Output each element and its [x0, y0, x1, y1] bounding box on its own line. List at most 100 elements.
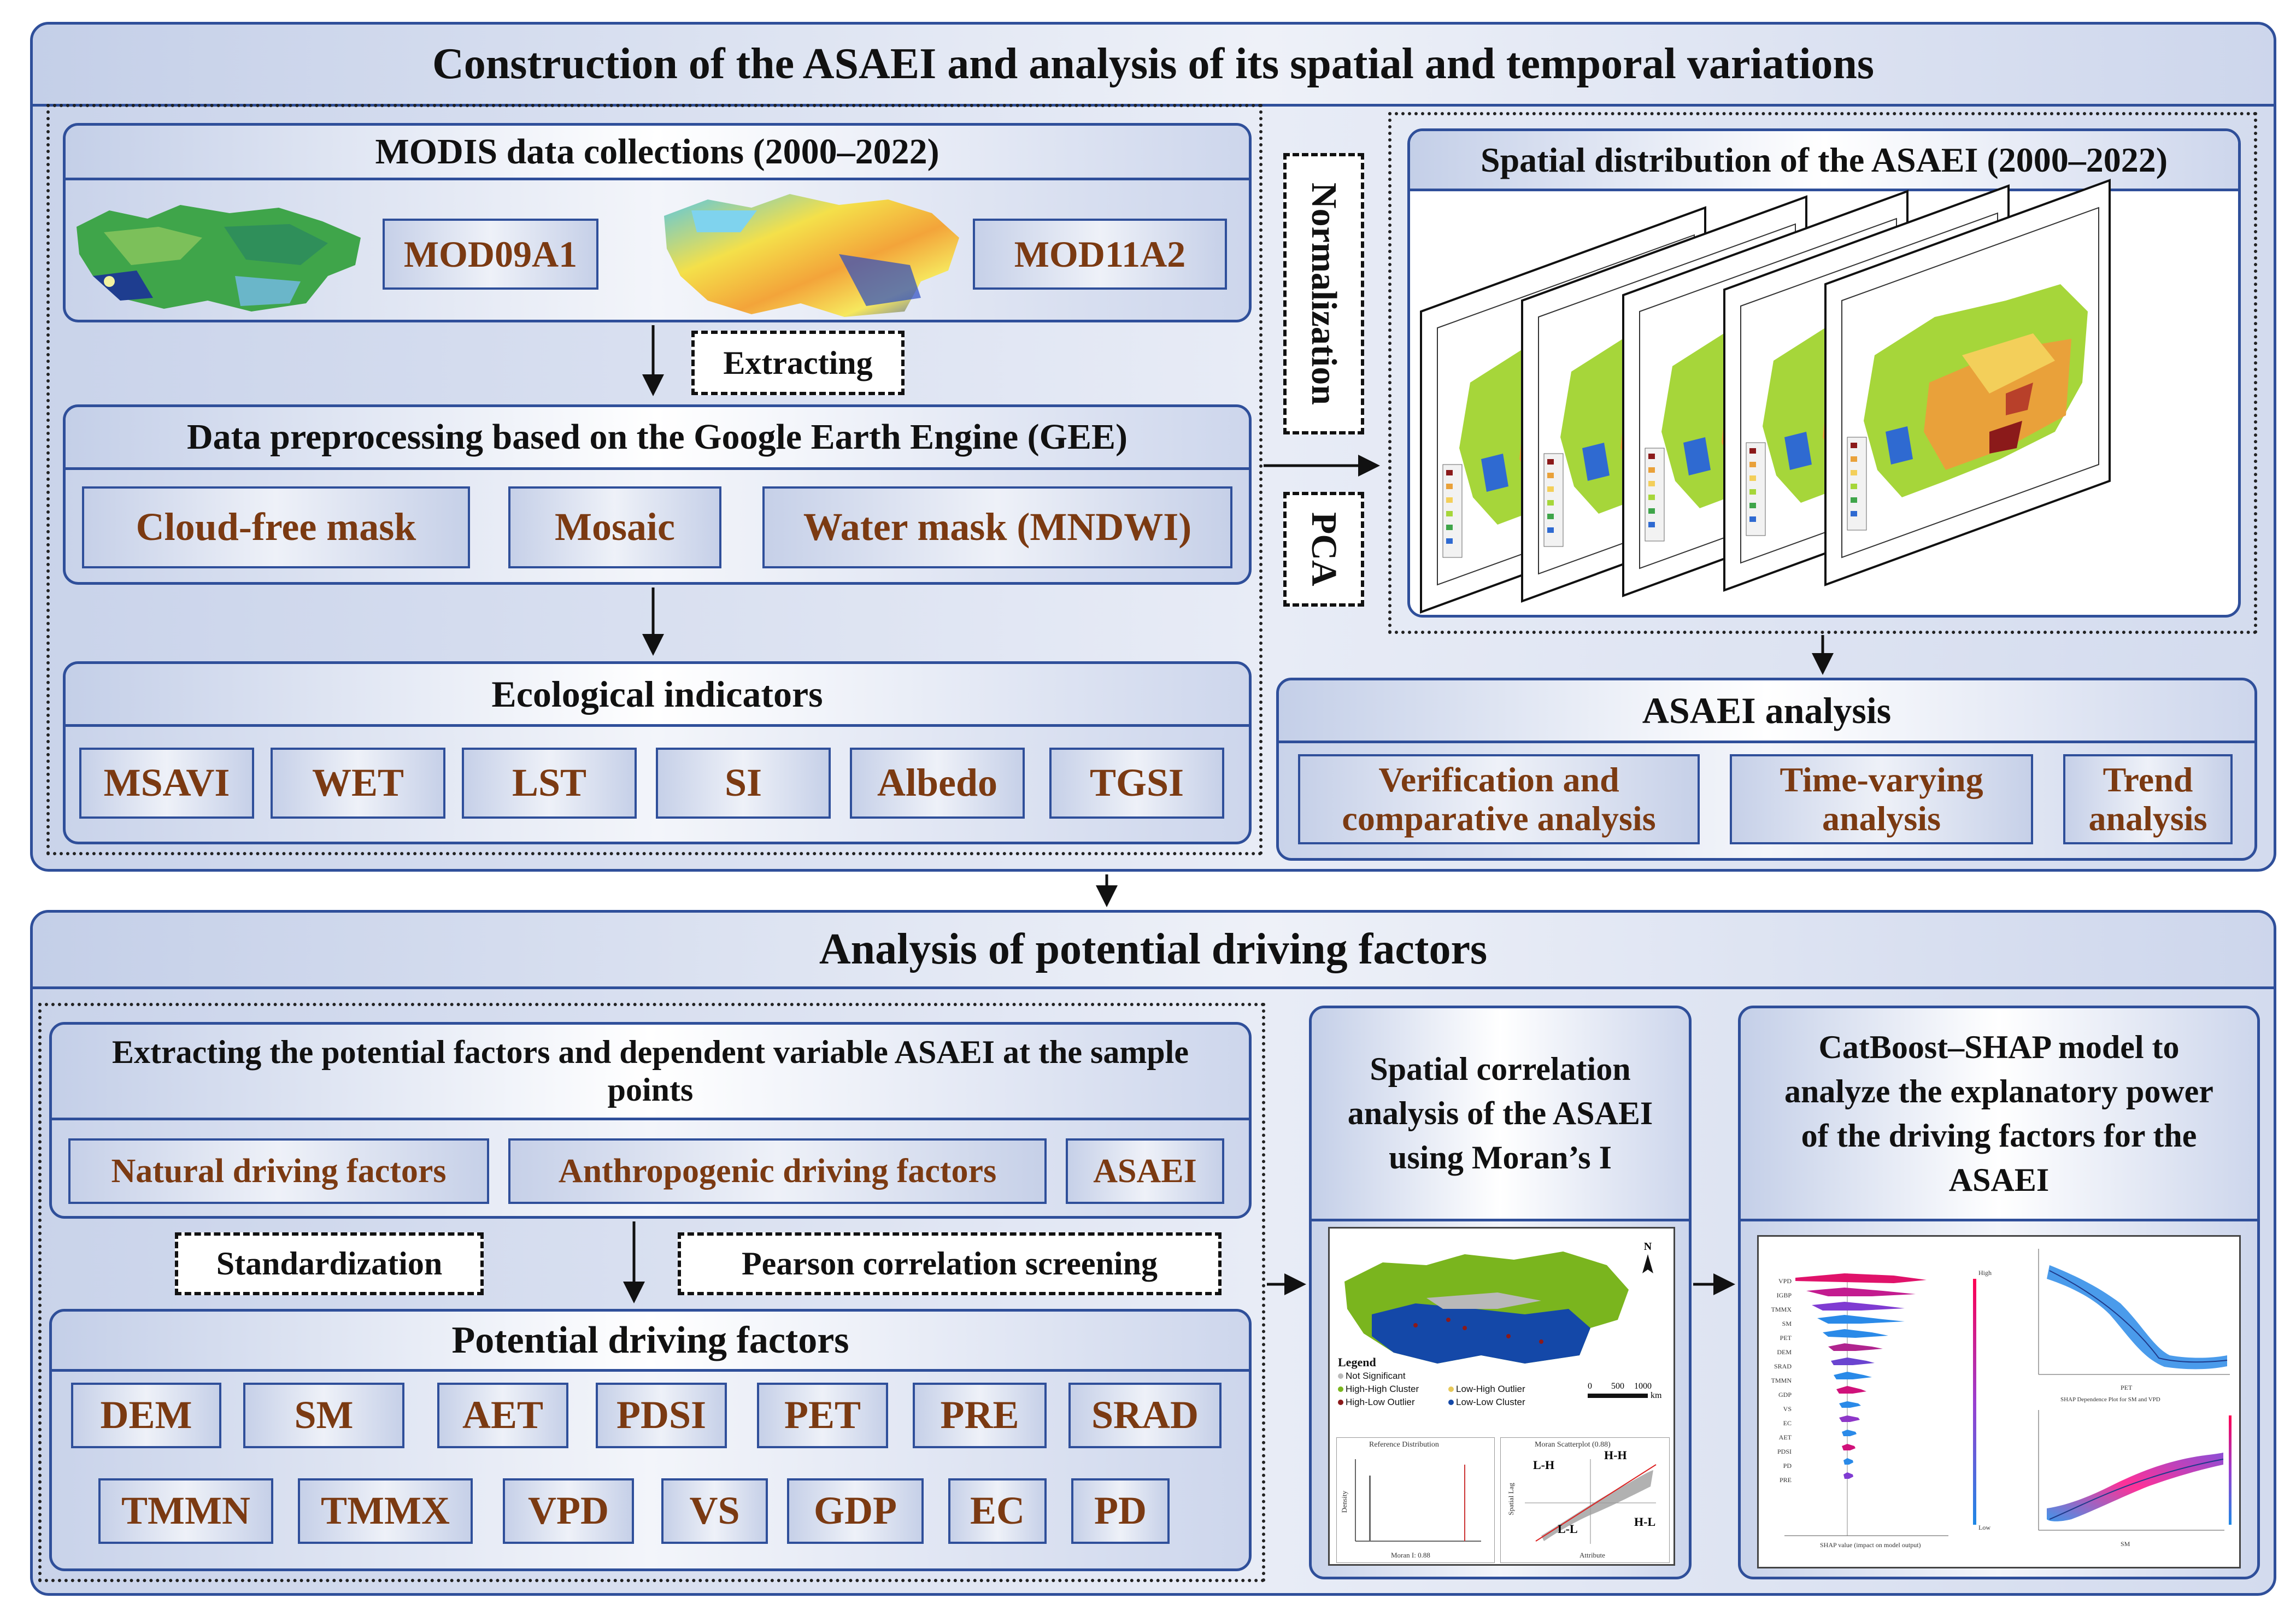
legend-dot-red	[1338, 1400, 1343, 1405]
shap-label-vs: VS	[1783, 1405, 1792, 1413]
chip-aet: AET	[437, 1383, 568, 1448]
modis-title: MODIS data collections (2000–2022)	[66, 126, 1249, 180]
chip-mosaic: Mosaic	[508, 486, 721, 568]
shap-label-tmmx: TMMX	[1771, 1306, 1792, 1313]
chip-wet: WET	[271, 748, 445, 819]
catboost-title: CatBoost–SHAP model to analyze the expla…	[1741, 1008, 2257, 1221]
quadrant-ll: L-L	[1558, 1522, 1578, 1536]
legend-dot-green	[1338, 1386, 1343, 1392]
shap-dep2-title: SHAP Dependence Plot for SM and VPD	[2060, 1396, 2160, 1403]
chip-mod09a1: MOD09A1	[383, 219, 598, 290]
chip-si: SI	[656, 748, 831, 819]
chip-anthropogenic-factors: Anthropogenic driving factors	[508, 1138, 1047, 1204]
preprocess-title: Data preprocessing based on the Google E…	[66, 407, 1249, 470]
standardization-label: Standardization	[175, 1232, 484, 1295]
spatial-dotted-group	[1388, 112, 2257, 634]
legend-dot-blue	[1448, 1400, 1454, 1405]
legend-high-low: High-Low Outlier	[1338, 1397, 1415, 1408]
moran-title: Spatial correlation analysis of the ASAE…	[1312, 1008, 1689, 1221]
shap-summary-plot	[1784, 1273, 1976, 1536]
bottom-section-title: Analysis of potential driving factors	[33, 913, 2274, 989]
moran-scatter-plot	[1500, 1437, 1670, 1563]
modis-map-mod09a1	[77, 205, 361, 312]
chip-time-varying: Time-varying analysis	[1730, 754, 2033, 844]
chip-verification: Verification and comparative analysis	[1298, 754, 1700, 844]
legend-not-significant: Not Significant	[1338, 1371, 1406, 1382]
shap-feature-labels: VPD IGBP TMMX SM PET DEM SRAD TMMN GDP V…	[1770, 1274, 1792, 1487]
chip-gdp: GDP	[787, 1478, 924, 1544]
moran-scatter-points	[1525, 1459, 1657, 1544]
shap-dependence-pet	[2038, 1249, 2230, 1375]
quadrant-hh: H-H	[1604, 1448, 1627, 1462]
extracting-label: Extracting	[691, 331, 905, 395]
moran-lisa-map: N	[1344, 1241, 1653, 1364]
indicators-title: Ecological indicators	[66, 664, 1249, 727]
extract-factors-title: Extracting the potential factors and dep…	[52, 1025, 1249, 1120]
normalization-label: Normalization	[1283, 153, 1364, 434]
chip-asaei: ASAEI	[1066, 1138, 1224, 1204]
modis-map-mod11a2	[664, 194, 959, 317]
svg-text:N: N	[1644, 1241, 1652, 1253]
ref-dist-xlabel: Moran I: 0.88	[1391, 1551, 1430, 1559]
chip-ec: EC	[948, 1478, 1047, 1544]
chip-vpd: VPD	[503, 1478, 634, 1544]
asaei-analysis-title: ASAEI analysis	[1279, 680, 2254, 743]
chip-cloud-free-mask: Cloud-free mask	[82, 486, 470, 568]
shap-label-srad: SRAD	[1774, 1362, 1792, 1370]
ref-dist-plot	[1336, 1437, 1495, 1563]
shap-label-pd: PD	[1783, 1462, 1792, 1470]
scale-label-0: 0	[1588, 1382, 1592, 1391]
shap-high-label: High	[1978, 1269, 1992, 1277]
scale-label-500: 500	[1611, 1382, 1624, 1391]
shap-label-pre: PRE	[1779, 1476, 1792, 1484]
scale-unit: km	[1651, 1391, 1662, 1400]
shap-label-pdsi: PDSI	[1777, 1448, 1792, 1455]
shap-label-tmmn: TMMN	[1771, 1377, 1792, 1384]
chip-water-mask: Water mask (MNDWI)	[762, 486, 1232, 568]
shap-label-igbp: IGBP	[1776, 1291, 1792, 1299]
chip-dem: DEM	[71, 1383, 221, 1448]
legend-dot-grey	[1338, 1373, 1343, 1379]
pearson-label: Pearson correlation screening	[678, 1232, 1222, 1295]
chip-srad: SRAD	[1068, 1383, 1222, 1448]
shap-label-gdp: GDP	[1778, 1391, 1792, 1399]
legend-high-high: High-High Cluster	[1338, 1384, 1419, 1395]
shap-label-ec: EC	[1783, 1419, 1792, 1427]
chip-sm: SM	[243, 1383, 404, 1448]
legend-dot-yellow	[1448, 1386, 1454, 1392]
moran-scatter-xlabel: Attribute	[1579, 1551, 1605, 1559]
scale-bar	[1588, 1394, 1648, 1398]
chip-trend: Trend analysis	[2063, 754, 2233, 844]
shap-dependence-sm	[2038, 1410, 2232, 1531]
chip-tmmx: TMMX	[298, 1478, 473, 1544]
shap-low-label: Low	[1978, 1524, 1990, 1531]
legend-low-low: Low-Low Cluster	[1448, 1397, 1525, 1408]
shap-label-sm: SM	[1782, 1320, 1792, 1327]
shap-label-pet: PET	[1780, 1334, 1792, 1342]
chip-tgsi: TGSI	[1049, 748, 1224, 819]
moran-scatter-title: Moran Scatterplot (0.88)	[1535, 1441, 1611, 1449]
chip-pd: PD	[1071, 1478, 1170, 1544]
chip-vs: VS	[661, 1478, 768, 1544]
top-left-dotted-group	[46, 104, 1262, 855]
spatial-title: Spatial distribution of the ASAEI (2000–…	[1410, 131, 2238, 191]
chip-pdsi: PDSI	[596, 1383, 727, 1448]
chip-pet: PET	[757, 1383, 888, 1448]
legend-low-high: Low-High Outlier	[1448, 1384, 1525, 1395]
chip-pre: PRE	[913, 1383, 1047, 1448]
potential-factors-title: Potential driving factors	[52, 1312, 1249, 1372]
quadrant-lh: L-H	[1533, 1458, 1555, 1472]
shap-dep2-xlabel: SM	[2121, 1540, 2130, 1548]
moran-legend-title: Legend	[1338, 1355, 1376, 1369]
ref-dist-title: Reference Distribution	[1369, 1441, 1439, 1449]
shap-label-aet: AET	[1778, 1433, 1792, 1441]
chip-natural-factors: Natural driving factors	[68, 1138, 489, 1204]
quadrant-hl: H-L	[1634, 1515, 1656, 1529]
shap-label-dem: DEM	[1777, 1348, 1792, 1356]
ref-dist-axes	[1355, 1459, 1481, 1542]
chip-mod11a2: MOD11A2	[973, 219, 1227, 290]
pca-label: PCA	[1283, 492, 1364, 607]
shap-label-vpd: VPD	[1778, 1277, 1792, 1285]
shap-summary-xlabel: SHAP value (impact on model output)	[1820, 1541, 1921, 1549]
